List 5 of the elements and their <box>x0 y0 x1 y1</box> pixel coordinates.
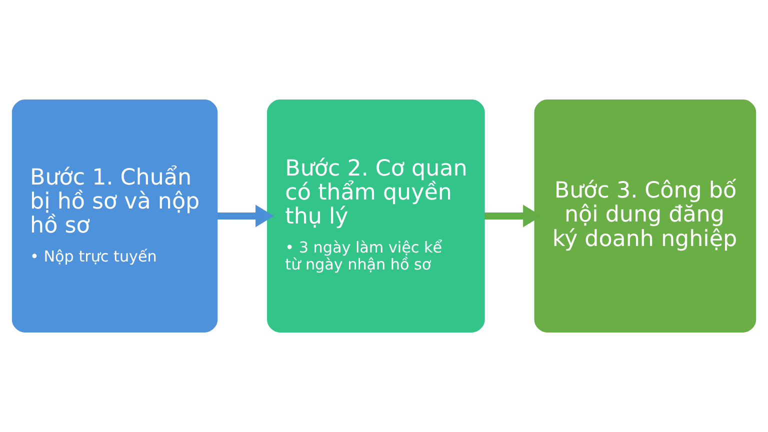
node-box: Bước 1. Chuẩn bị hồ sơ và nộp hồ sơ • Nộp trực tuyến <box>12 100 218 332</box>
arrow <box>217 204 274 228</box>
node-box: Bước 2. Cơ quan có thẩm quyền thụ lý • 3 ngày làm việc kể từ ngày nhận hồ sơ <box>267 100 485 332</box>
arrow <box>484 204 542 228</box>
node-box: Bước 3. Công bố nội dung đăng ký doanh nghiệp <box>534 100 756 332</box>
